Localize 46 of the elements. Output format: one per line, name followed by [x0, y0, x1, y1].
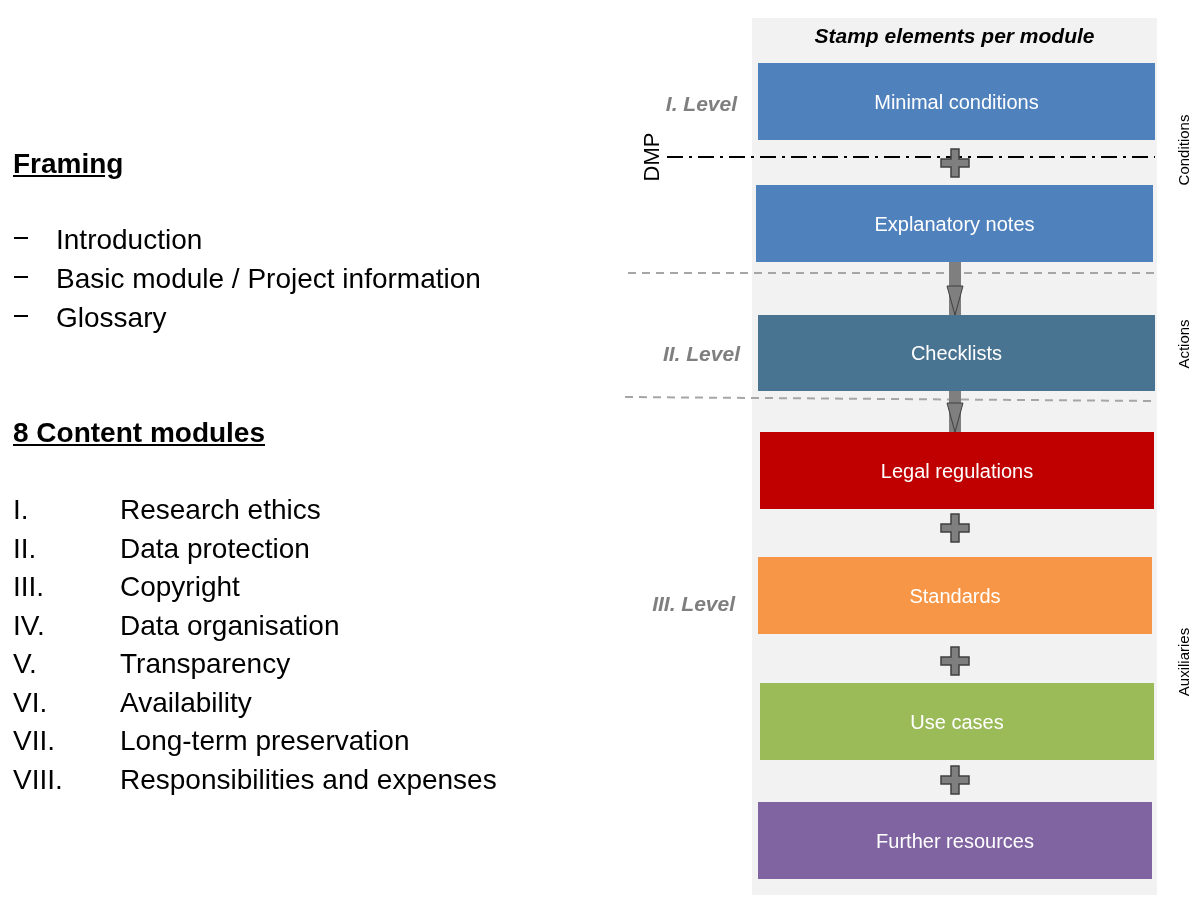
down-arrow: [946, 262, 964, 316]
panel-title: Stamp elements per module: [813, 23, 1096, 49]
list-item: Basic module / Project information: [56, 262, 481, 296]
box-text: Standards: [909, 583, 1001, 609]
section-heading: 8 Content modules: [13, 416, 265, 450]
list-item: Data protection: [120, 531, 310, 566]
level-label: III. Level: [652, 591, 735, 617]
module-element-box: [760, 683, 1154, 760]
module-element-box: [758, 315, 1155, 391]
box-text: Minimal conditions: [874, 89, 1039, 115]
box-text: Legal regulations: [880, 458, 1034, 484]
list-item: Copyright: [120, 570, 240, 604]
list-item: Research ethics: [120, 493, 321, 527]
module-element-box: [758, 557, 1152, 634]
roman-numeral: VIII.: [13, 762, 63, 797]
box-text: Further resources: [876, 828, 1034, 854]
panel-background: [752, 18, 1157, 895]
list-item: Data organisation: [120, 608, 340, 643]
roman-numeral: V.: [13, 647, 37, 681]
section-label: Auxiliaries: [1173, 627, 1193, 697]
dmp-label: DMP: [637, 132, 665, 182]
section-label: Conditions: [1173, 114, 1193, 186]
module-element-box: [758, 63, 1155, 140]
list-item: Responsibilities and expenses: [120, 762, 497, 797]
list-item: Availability: [120, 685, 252, 720]
level-label: II. Level: [662, 341, 740, 367]
roman-numeral: I.: [13, 493, 29, 527]
list-item: Glossary: [56, 301, 167, 335]
roman-numeral: VI.: [13, 685, 48, 720]
module-element-box: [756, 185, 1153, 262]
section-label: Actions: [1173, 319, 1193, 369]
list-item: Transparency: [120, 647, 291, 681]
list-item: Long-term preservation: [120, 724, 410, 758]
module-element-box: [758, 802, 1152, 879]
box-text: Checklists: [910, 341, 1003, 366]
roman-numeral: IV.: [13, 608, 45, 643]
roman-numeral: II.: [13, 531, 37, 566]
level-label: I. Level: [665, 91, 737, 117]
list-item: Introduction: [56, 223, 203, 257]
down-arrow: [946, 391, 964, 433]
roman-numeral: III.: [13, 570, 45, 604]
box-text: Explanatory notes: [874, 211, 1035, 237]
box-text: Use cases: [910, 709, 1004, 735]
section-heading: Framing: [13, 147, 124, 181]
roman-numeral: VII.: [13, 724, 55, 758]
module-element-box: [760, 432, 1154, 509]
